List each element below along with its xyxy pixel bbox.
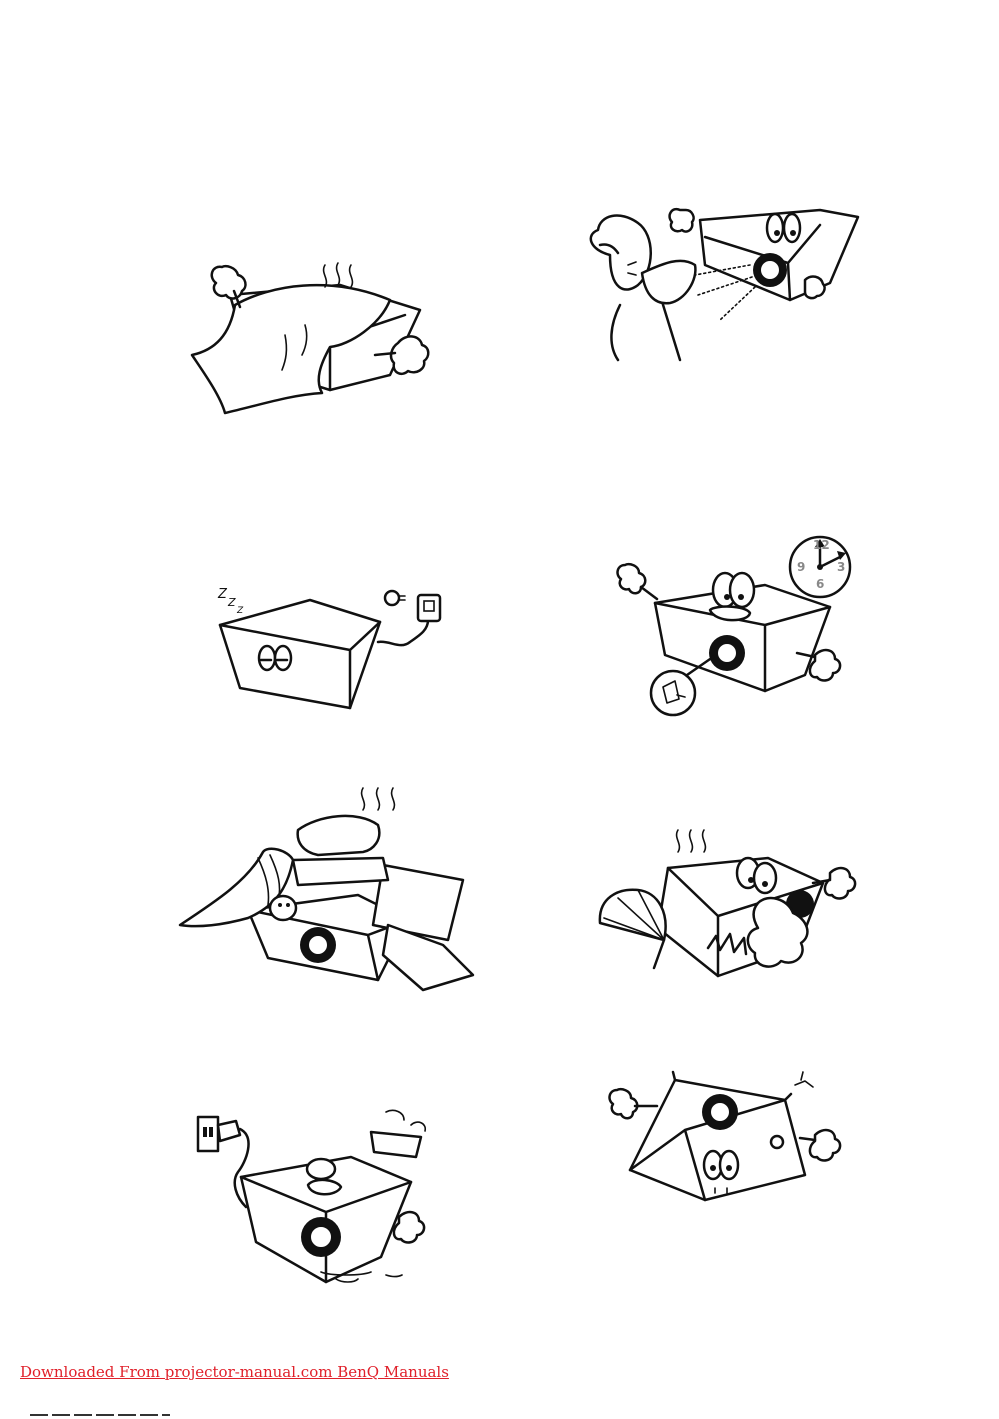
svg-text:Z: Z bbox=[236, 606, 244, 616]
projector-water-spill-illustration bbox=[196, 1107, 441, 1287]
projector-overheating-illustration bbox=[598, 828, 863, 983]
download-source-link[interactable]: Downloaded From projector-manual.com Ben… bbox=[20, 1363, 449, 1381]
clock-numeral-3: 3 bbox=[837, 560, 845, 574]
bottom-rule bbox=[30, 1414, 170, 1416]
hand-icon bbox=[670, 209, 694, 231]
clock-numeral-12: 12 bbox=[813, 538, 830, 552]
svg-text:Z: Z bbox=[227, 596, 236, 609]
lamp-time-clock-illustration bbox=[615, 535, 860, 725]
projector-covered-by-cloth-illustration bbox=[190, 255, 440, 415]
projector-upside-down-illustration bbox=[605, 1070, 855, 1210]
do-not-look-into-lens-illustration bbox=[580, 195, 865, 365]
clock-numeral-6: 6 bbox=[816, 577, 824, 591]
projector-under-objects-illustration bbox=[178, 780, 478, 995]
clock-numeral-9: 9 bbox=[797, 560, 805, 574]
hand-fan-icon bbox=[600, 890, 666, 968]
svg-text:Z: Z bbox=[217, 587, 228, 602]
projector-unplugged-illustration: Z Z Z bbox=[210, 580, 450, 720]
